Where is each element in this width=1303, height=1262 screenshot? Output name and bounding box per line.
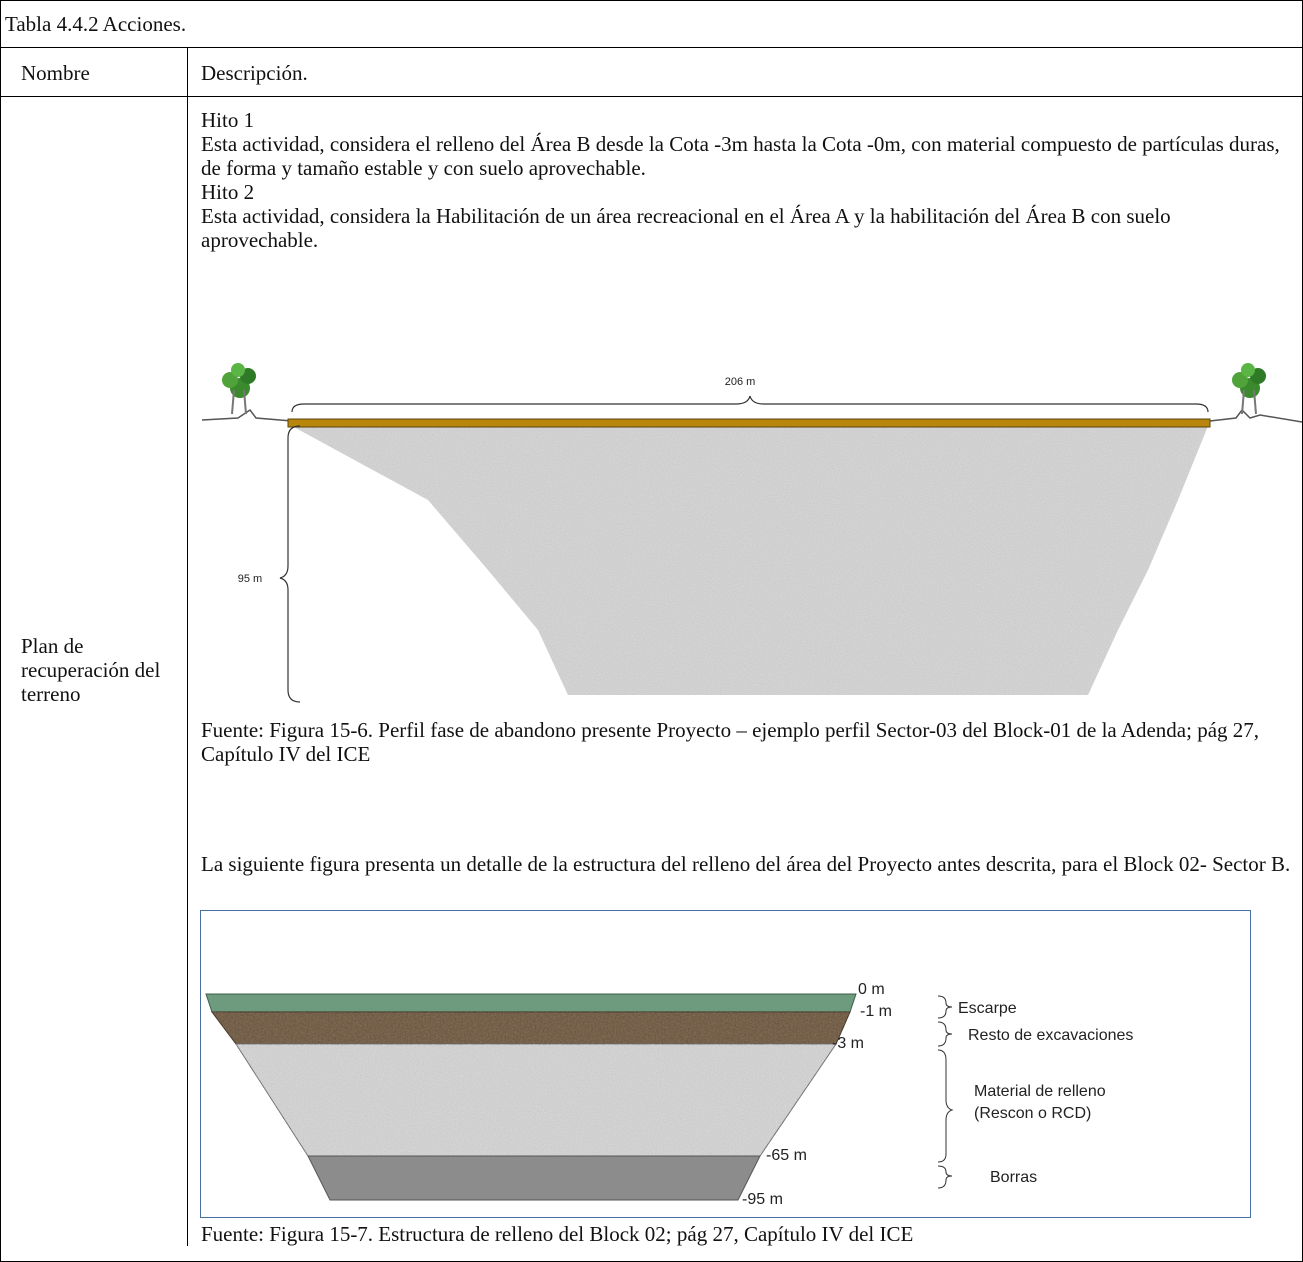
level-1: -1 m: [860, 1003, 892, 1020]
tree-right-icon: [1232, 363, 1266, 415]
figure-fill-structure: 0 m -1 m -3 m -65 m -95 m Escarpe Resto …: [200, 910, 1251, 1218]
brace-relleno: [937, 1049, 954, 1163]
brace-escarpe: [937, 995, 953, 1019]
header-description: Descripción.: [201, 61, 308, 85]
figure2-source: Fuente: Figura 15-7. Estructura de relle…: [201, 1222, 914, 1246]
level-95: -95 m: [742, 1191, 783, 1208]
layer-resto-texture: [212, 1012, 850, 1044]
table-caption: Tabla 4.4.2 Acciones.: [5, 12, 187, 36]
ground-line-left: [201, 408, 293, 422]
hito2-text: Esta actividad, considera la Habilitació…: [201, 204, 1171, 252]
brace-resto: [937, 1021, 953, 1047]
width-label: 206 m: [725, 376, 756, 388]
tree-left-icon: [222, 363, 256, 415]
figure1-source: Fuente: Figura 15-6. Perfil fase de aban…: [201, 718, 1260, 766]
depth-brace: [279, 425, 301, 703]
layer-borras: [307, 1155, 761, 1201]
label-borras: Borras: [990, 1169, 1037, 1186]
label-resto: Resto de excavaciones: [968, 1027, 1133, 1044]
level-3: -3 m: [832, 1035, 864, 1052]
row-name: Plan de recuperación del terreno: [21, 634, 161, 706]
layer-relleno-texture: [236, 1044, 836, 1156]
label-escarpe: Escarpe: [958, 1000, 1017, 1017]
figure2-intro: La siguiente figura presenta un detalle …: [201, 852, 1291, 876]
fill-texture: [292, 426, 1208, 695]
label-relleno-1: Material de relleno: [974, 1083, 1106, 1100]
brace-borras: [937, 1165, 953, 1189]
ground-line-right: [1209, 408, 1302, 423]
hito1-title: Hito 1: [201, 108, 255, 132]
width-brace: [291, 395, 1209, 413]
row-divider-1: [0, 47, 1303, 48]
layer-escarpe: [205, 993, 857, 1013]
topsoil-band: [287, 418, 1211, 428]
hito2-title: Hito 2: [201, 180, 255, 204]
figure-abandonment-profile: 206 m 95 m: [201, 363, 1302, 703]
label-relleno-2: (Rescon o RCD): [974, 1105, 1091, 1122]
hito1-text: Esta actividad, considera el relleno del…: [201, 132, 1280, 180]
level-0: 0 m: [858, 981, 885, 998]
level-65: -65 m: [766, 1147, 807, 1164]
depth-label: 95 m: [238, 573, 262, 585]
column-divider: [187, 47, 188, 1246]
row-divider-2: [0, 96, 1303, 97]
header-name: Nombre: [21, 61, 90, 85]
